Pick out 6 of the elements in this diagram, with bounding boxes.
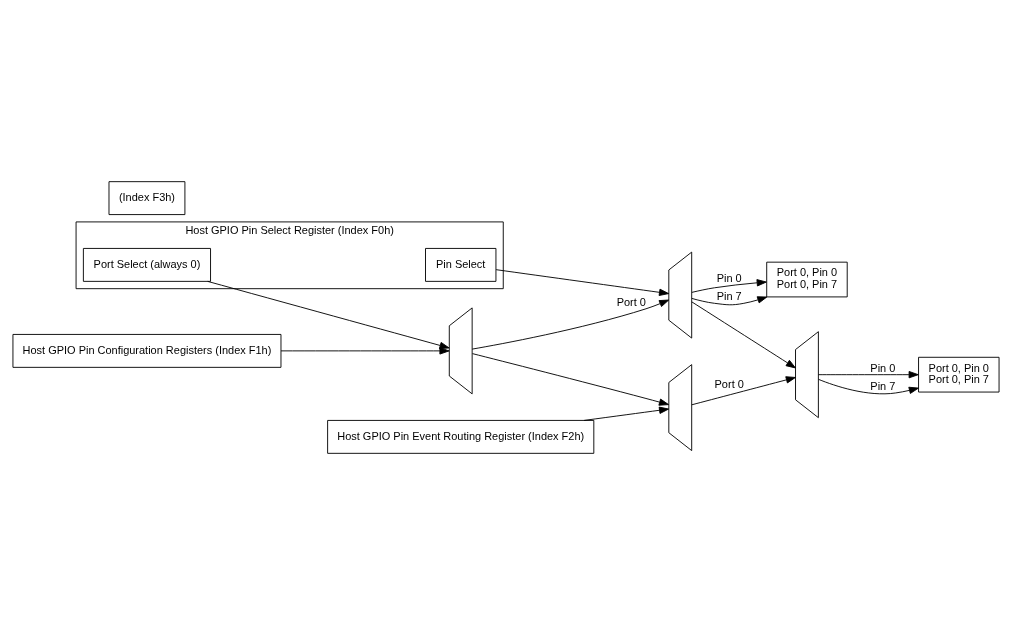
edge-label: Port 0 xyxy=(714,378,744,391)
edge-label: Port 0 xyxy=(616,295,646,308)
edge-label: Pin 7 xyxy=(716,290,742,303)
edge-label: Pin 7 xyxy=(870,379,896,392)
edge-label: Pin 0 xyxy=(716,271,742,284)
edge-label: Pin 0 xyxy=(870,361,896,374)
